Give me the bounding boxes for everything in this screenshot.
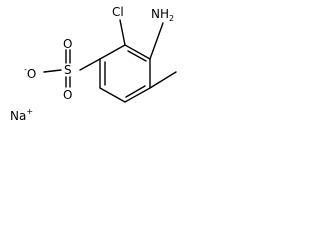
chloro-bond — [119, 19, 126, 46]
chlorine-label: Cl — [112, 5, 124, 19]
oxygen-left-label: -O — [24, 65, 36, 81]
sodium-label: Na+ — [10, 107, 33, 123]
sulfonyl-bond — [79, 58, 101, 71]
amino-bond — [149, 22, 164, 60]
ring-bond-6 — [99, 44, 126, 60]
oxygen-left-symbol: O — [27, 67, 36, 81]
amino-main-label: NH — [151, 7, 169, 21]
oxygen-top-label: O — [63, 37, 72, 51]
sulfur-label: S — [64, 63, 72, 77]
s-o-left-bond — [43, 69, 62, 73]
sodium-charge: + — [26, 107, 33, 116]
ring-bond-3-inner — [125, 85, 146, 98]
oxygen-charge: - — [24, 65, 27, 74]
oxygen-bottom-label: O — [63, 88, 72, 102]
methyl-bond — [149, 71, 177, 89]
ring-bond-3 — [124, 87, 151, 103]
chemical-structure-diagram: Cl NH2 S O -O O Na+ — [10, 5, 177, 123]
ring-bond-4 — [99, 87, 126, 103]
ring-bond-1-inner — [127, 50, 147, 62]
sodium-symbol: Na — [10, 109, 26, 123]
amino-subscript: 2 — [169, 14, 174, 23]
amino-label: NH2 — [151, 7, 174, 23]
ring-bond-1 — [124, 44, 151, 60]
